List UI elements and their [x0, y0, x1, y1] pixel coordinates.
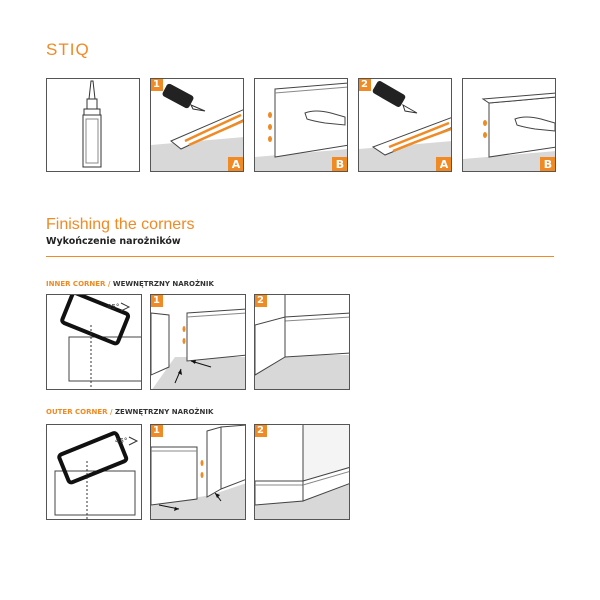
step-1a-panel: 1 A	[150, 78, 244, 172]
step-letter: B	[332, 157, 347, 171]
section-title: Finishing the corners	[46, 216, 195, 233]
inner-corner-fit-illustration	[151, 308, 245, 389]
outer-corner-label: OUTER CORNER / ZEWNĘTRZNY NAROŻNIK	[46, 408, 213, 416]
outer-corner-label-en: OUTER CORNER /	[46, 408, 113, 416]
inner-corner-finished-illustration	[255, 295, 349, 389]
adhesive-steps-row: 1 A B 2 A	[46, 78, 556, 172]
step-number: 2	[255, 425, 267, 437]
step-letter: A	[436, 157, 451, 171]
step-letter: A	[228, 157, 243, 171]
outer-corner-label-pl: ZEWNĘTRZNY NAROŻNIK	[112, 408, 214, 416]
step-letter: B	[540, 157, 555, 171]
outer-corner-finished-illustration	[255, 425, 349, 519]
inner-miter-panel: 45°	[46, 294, 142, 390]
adhesive-cartridge-panel	[46, 78, 140, 172]
step-2b-panel: B	[462, 78, 556, 172]
adhesive-cartridge-icon	[82, 80, 102, 168]
press-skirting-illustration	[463, 92, 555, 171]
brand-title: STIQ	[46, 40, 90, 59]
adhesive-application-illustration	[359, 81, 451, 171]
miter-angle: 45°	[115, 437, 127, 445]
step-number: 2	[359, 79, 371, 91]
step-number: 1	[151, 425, 163, 437]
inner-step-1-panel: 1	[150, 294, 246, 390]
press-skirting-illustration	[255, 82, 347, 171]
outer-step-2-panel: 2	[254, 424, 350, 520]
step-number: 1	[151, 295, 163, 307]
miter-box-illustration: 45°	[54, 431, 139, 519]
inner-step-2-panel: 2	[254, 294, 350, 390]
inner-corner-label-pl: WEWNĘTRZNY NAROŻNIK	[110, 280, 214, 288]
miter-box-illustration: 45°	[60, 295, 141, 389]
outer-step-1-panel: 1	[150, 424, 246, 520]
inner-corner-label-en: INNER CORNER /	[46, 280, 111, 288]
step-number: 1	[151, 79, 163, 91]
miter-angle: 45°	[107, 303, 119, 311]
adhesive-application-illustration	[151, 79, 243, 171]
outer-corner-fit-illustration	[151, 425, 245, 519]
outer-miter-panel: 45°	[46, 424, 142, 520]
step-2a-panel: 2 A	[358, 78, 452, 172]
inner-corner-label: INNER CORNER / WEWNĘTRZNY NAROŻNIK	[46, 280, 214, 288]
section-subtitle: Wykończenie narożników	[46, 236, 181, 247]
section-divider	[46, 256, 554, 257]
step-1b-panel: B	[254, 78, 348, 172]
step-number: 2	[255, 295, 267, 307]
